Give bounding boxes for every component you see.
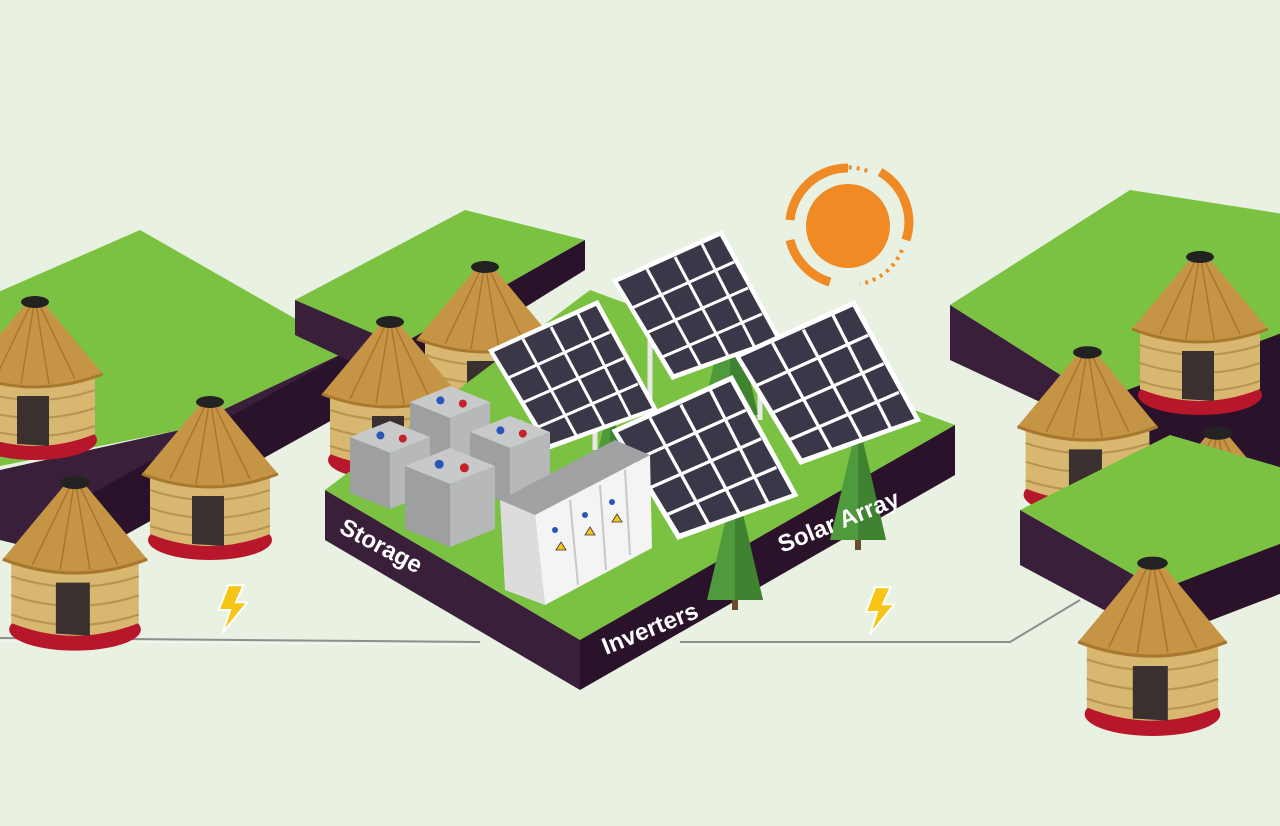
- lightning-bolt-icon: [217, 584, 249, 634]
- inverter-cabinet-icon: [500, 440, 652, 605]
- battery-icon: [405, 448, 495, 547]
- lightning-bolt-icon: [864, 586, 896, 636]
- sun-icon: [785, 163, 914, 287]
